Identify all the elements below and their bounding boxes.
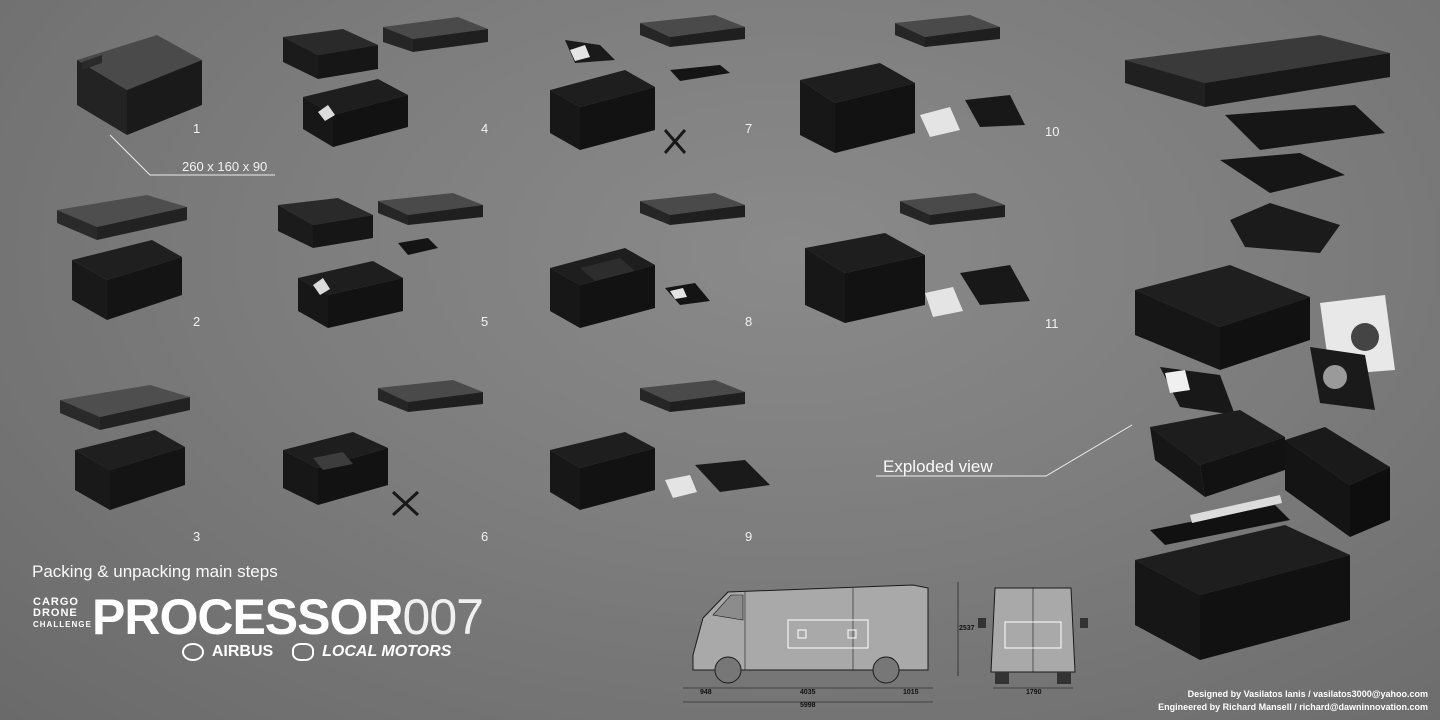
exploded-view-label: Exploded view (883, 457, 993, 476)
van-dim-front: 948 (700, 689, 712, 696)
van-side-view (683, 584, 933, 703)
case-step-1 (77, 35, 202, 135)
case-step-6 (283, 380, 483, 517)
local-motors-logo-icon (291, 643, 314, 661)
exploded-view (1125, 35, 1395, 660)
product-title-main: PROCESSOR (92, 589, 404, 645)
van-dim-rear: 1015 (903, 689, 919, 696)
credit-engineer: Engineered by Richard Mansell / richard@… (1158, 702, 1428, 712)
step-label-1: 1 (193, 121, 201, 136)
challenge-line-2: DRONE (33, 607, 78, 619)
case-step-8 (550, 193, 745, 328)
case-step-2 (57, 195, 187, 320)
case-step-4 (283, 17, 488, 147)
step-label-2: 2 (193, 314, 201, 329)
product-title-suffix: 007 (402, 589, 484, 645)
van-dim-wheelbase: 4035 (800, 689, 816, 696)
dimension-leader (109, 134, 275, 176)
van-dim-total: 5998 (800, 702, 816, 709)
sponsor-airbus: AIRBUS (211, 643, 274, 661)
case-step-10 (800, 15, 1025, 153)
product-title: PROCESSOR007 (92, 588, 484, 646)
case-step-7 (550, 15, 745, 154)
airbus-logo-icon (182, 643, 204, 661)
step-label-11: 11 (1045, 316, 1059, 331)
step-label-8: 8 (745, 314, 753, 329)
case-step-5 (278, 193, 483, 328)
case-step-3 (60, 385, 190, 510)
case-dimensions: 260 x 160 x 90 (182, 159, 268, 174)
step-label-7: 7 (745, 121, 753, 136)
challenge-line-1: CARGO (33, 596, 79, 608)
sponsor-logos: AIRBUS LOCAL MOTORS (182, 643, 451, 661)
step-label-10: 10 (1045, 124, 1060, 139)
step-label-4: 4 (481, 121, 489, 136)
sponsor-local-motors: LOCAL MOTORS (322, 643, 452, 661)
case-step-11 (805, 193, 1030, 323)
van-dim-height: 2537 (959, 625, 975, 632)
van-dim-width: 1790 (1026, 689, 1042, 696)
step-label-3: 3 (193, 529, 201, 544)
case-step-9 (550, 380, 770, 510)
step-label-5: 5 (481, 314, 489, 329)
packing-caption: Packing & unpacking main steps (32, 562, 278, 581)
step-label-6: 6 (481, 529, 489, 544)
challenge-line-3: CHALLENGE (33, 620, 92, 629)
credits: Designed by Vasilatos Ianis / vasilatos3… (1158, 688, 1428, 714)
step-label-9: 9 (745, 529, 753, 544)
van-rear-view (957, 582, 1088, 689)
exploded-leader (876, 424, 1133, 477)
cargo-drone-challenge-logo: CARGO DRONE CHALLENGE (33, 597, 91, 630)
credit-designer: Designed by Vasilatos Ianis / vasilatos3… (1187, 689, 1428, 699)
